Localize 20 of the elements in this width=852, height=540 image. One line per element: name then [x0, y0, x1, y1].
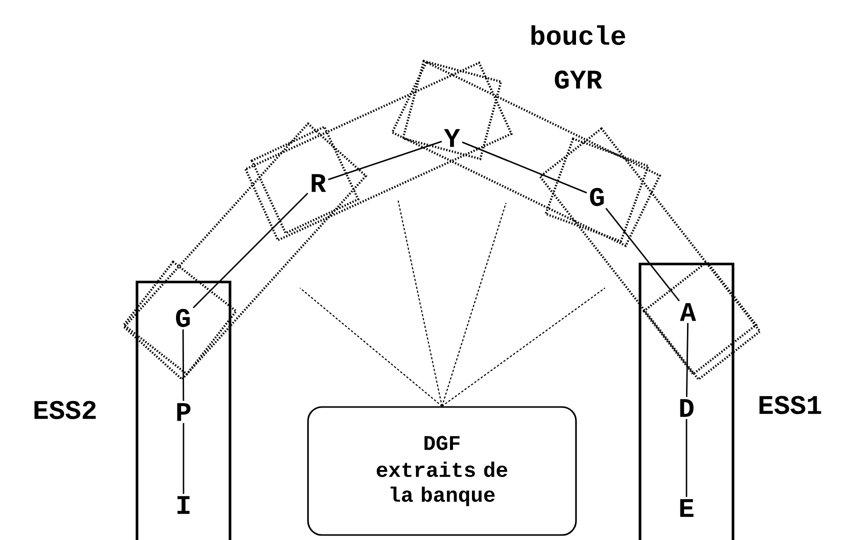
letter: I [178, 496, 190, 514]
connector-line [605, 208, 680, 302]
letter: D [680, 399, 694, 417]
leader-line [441, 202, 507, 406]
heading: boucle GYR [531, 25, 626, 89]
connector-line [686, 323, 689, 397]
connector-line [182, 329, 184, 401]
connector-line [182, 423, 184, 494]
connector-line [192, 192, 308, 308]
node-label: ESS1 [760, 396, 822, 414]
connector-line [328, 140, 442, 180]
rounded-box: DGF extraits de la banque [307, 406, 577, 536]
connector-line [686, 419, 688, 497]
leader-line [397, 200, 443, 406]
node-label: ESS2 [34, 400, 96, 420]
connector-line [462, 142, 587, 194]
leader-line [300, 288, 442, 407]
letter: E [680, 499, 694, 517]
leader-line [442, 288, 606, 407]
letter: P [177, 403, 190, 421]
